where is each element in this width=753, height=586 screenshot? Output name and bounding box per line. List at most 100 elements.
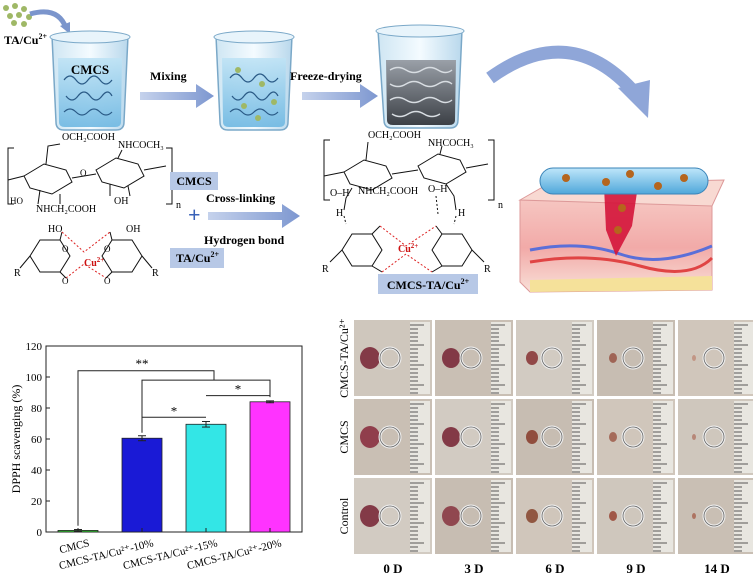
chem-ho-ta: HO [48, 224, 62, 235]
photo-col-label: 3 D [464, 561, 483, 576]
chart-significance: **** [77, 356, 271, 526]
precursor-dots [3, 3, 32, 27]
photo-col-label: 6 D [545, 561, 564, 576]
sig-label: * [171, 403, 178, 418]
beaker-foam [375, 24, 465, 129]
chart-bars [57, 400, 291, 533]
wound-lesion [360, 426, 380, 448]
chem-oh-prod-a: O–H [330, 188, 349, 199]
cross-arrow [208, 204, 300, 228]
ruler [653, 480, 673, 552]
ruler [491, 480, 511, 552]
chem-o-ta3: O [104, 244, 111, 254]
beaker-mixed [213, 30, 295, 131]
photo-col-label: 0 D [383, 561, 402, 576]
splint-ring-edge [379, 347, 401, 369]
chem-oh-ta: OH [126, 224, 140, 235]
ruler [572, 322, 592, 394]
chem-nhcoch3-a: NHCOCH₃ [118, 140, 164, 151]
wound-lesion [442, 427, 460, 447]
chem-r-a1: R [14, 268, 21, 279]
splint-ring-edge [703, 505, 725, 527]
ruler [653, 322, 673, 394]
bar [249, 401, 291, 533]
chem-cu-b: Cu2+ [398, 242, 418, 255]
cross2-label: Hydrogen bond [204, 233, 284, 247]
ruler [410, 401, 430, 473]
wound-lesion [609, 432, 617, 442]
photo-col-label: 14 D [704, 561, 730, 576]
y-tick-label: 60 [31, 434, 43, 446]
splint-ring-edge [622, 347, 644, 369]
chem-nhch2cooh-a: NHCH₂COOH [36, 204, 96, 215]
product-tag: CMCS-TA/Cu2+ [387, 277, 470, 292]
chem-ch2cooh-a: OCH₂COOH [62, 132, 115, 143]
splint-ring-edge [460, 426, 482, 448]
chem-r-b1: R [322, 264, 329, 275]
apply-arrow [486, 45, 639, 97]
skin-wound-model [518, 167, 725, 293]
mixing-arrow [140, 84, 214, 108]
ruler [572, 401, 592, 473]
ta-tag-bg [170, 248, 224, 268]
chart-xticks: CMCSCMCS-TA/Cu²⁺-10%CMCS-TA/Cu²⁺-15%CMCS… [58, 528, 283, 572]
chem-h-a: H [336, 208, 343, 219]
splint-ring-edge [460, 505, 482, 527]
bar [121, 437, 163, 533]
photo-row-label: CMCS-TA/Cu²⁺ [337, 318, 351, 398]
splint-ring-edge [379, 505, 401, 527]
wound-lesion [360, 505, 380, 527]
sig-label: ** [136, 356, 149, 371]
wound-lesion [526, 430, 538, 444]
y-tick-label: 80 [31, 403, 43, 415]
y-tick-label: 0 [37, 527, 43, 539]
chem-o-ta1: O [62, 244, 69, 254]
ruler [572, 480, 592, 552]
chem-ch2cooh-b: OCH₂COOH [368, 130, 421, 141]
wound-lesion [526, 351, 538, 365]
ruler [734, 322, 753, 394]
ruler [410, 322, 430, 394]
ruler [653, 401, 673, 473]
splint-ring-edge [379, 426, 401, 448]
wound-lesion [692, 513, 696, 519]
y-tick-label: 40 [31, 465, 43, 477]
splint-ring-edge [622, 426, 644, 448]
wound-lesion [442, 506, 460, 526]
splint-ring-edge [460, 347, 482, 369]
freeze-arrow [302, 84, 378, 108]
photo-row-label: CMCS [337, 420, 351, 453]
chem-o-ta2: O [62, 276, 69, 286]
bar [185, 423, 227, 533]
chem-n-b: n [498, 200, 503, 211]
splint-ring-edge [541, 347, 563, 369]
cross1-label: Cross-linking [206, 191, 275, 205]
splint-ring-edge [541, 505, 563, 527]
ruler [734, 401, 753, 473]
splint-ring-edge [703, 426, 725, 448]
sig-label: * [235, 382, 242, 397]
chem-o-a: O [80, 168, 87, 178]
apply-arrow-head [618, 80, 650, 118]
wound-lesion [360, 347, 380, 369]
plus-sign: + [188, 202, 201, 227]
chem-h-b: H [458, 208, 465, 219]
product-tag-bg [378, 274, 478, 294]
ruler [491, 322, 511, 394]
chem-ho: HO [10, 196, 23, 206]
chem-oh-prod-b: O–H [428, 184, 447, 195]
step2-label: Freeze-drying [290, 69, 362, 83]
chart-ylabel: DPPH scavenging (%) [9, 385, 23, 494]
photo-col-label: 9 D [626, 561, 645, 576]
ta-cu-structure [19, 231, 153, 279]
wound-lesion [442, 348, 460, 368]
cmcs-structure [7, 143, 173, 205]
chem-r-a2: R [152, 268, 159, 279]
chem-nhcoch3-b: NHCOCH₃ [428, 138, 474, 149]
chem-n-a: n [176, 200, 181, 211]
wound-lesion [526, 509, 538, 523]
ta-tag: TA/Cu2+ [176, 250, 219, 265]
